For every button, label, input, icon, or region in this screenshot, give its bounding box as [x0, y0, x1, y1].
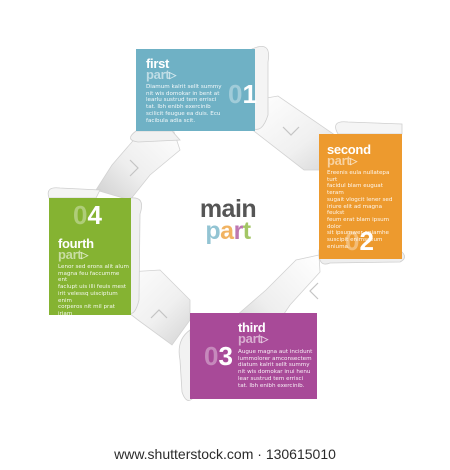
card-body: Lenor sed erons alit alum magna feu facc… — [58, 264, 129, 344]
curl-first — [251, 46, 270, 130]
card-part-label: part▷ — [327, 153, 357, 168]
card-title: first — [146, 56, 170, 71]
first-part-card: first part▷ Diamum kalrit sellt summy ni… — [136, 49, 257, 131]
card-number: 02 — [345, 226, 374, 256]
chevron-icon — [129, 159, 139, 177]
card-body: Augue magna aut incidunt lummolorer amco… — [238, 349, 313, 389]
card-part-label: part▷ — [238, 331, 268, 346]
card-part-label: part▷ — [58, 247, 88, 262]
arrow-right-icon: ▷ — [81, 250, 88, 260]
part-letter: p — [205, 217, 221, 245]
chevron-icon — [150, 309, 168, 319]
card-number: 01 — [228, 79, 257, 109]
card-title: fourth — [58, 236, 94, 251]
arrow-right-icon: ▷ — [350, 156, 357, 166]
curl-fourth — [128, 197, 143, 314]
arrow-right-icon: ▷ — [261, 334, 268, 344]
part-letter: r — [233, 217, 244, 245]
card-title: third — [238, 320, 266, 335]
chevron-icon — [309, 282, 319, 300]
curl-third — [178, 329, 193, 401]
card-number: 04 — [73, 200, 102, 230]
curl-fourth-top — [47, 187, 101, 199]
card-body: Diamum kalrit sellt summy nit wis domoka… — [146, 84, 222, 124]
main-word: main — [199, 195, 257, 223]
part-letter: t — [242, 217, 251, 245]
part-word: part — [188, 217, 268, 245]
third-part-card: 03 third part▷ Augue magna aut incidunt … — [190, 313, 317, 399]
second-part-card: second part▷ Ereenis eula nullatepa turt… — [319, 134, 402, 259]
card-number: 03 — [204, 341, 233, 371]
card-body: Ereenis eula nullatepa turt facidul blam… — [327, 170, 393, 250]
chevron-icon — [282, 126, 300, 136]
fourth-part-card: 04 fourth part▷ Lenor sed erons alit alu… — [49, 198, 131, 344]
curl-first-bottom — [130, 130, 181, 143]
part-letter: a — [220, 217, 234, 245]
main-title: main part — [188, 195, 268, 245]
curl-second-top — [335, 121, 403, 135]
arrow-right-icon: ▷ — [169, 70, 176, 80]
card-part-label: part▷ — [146, 67, 176, 82]
card-title: second — [327, 142, 371, 157]
watermark: www.shutterstock.com · 130615010 — [114, 446, 336, 462]
